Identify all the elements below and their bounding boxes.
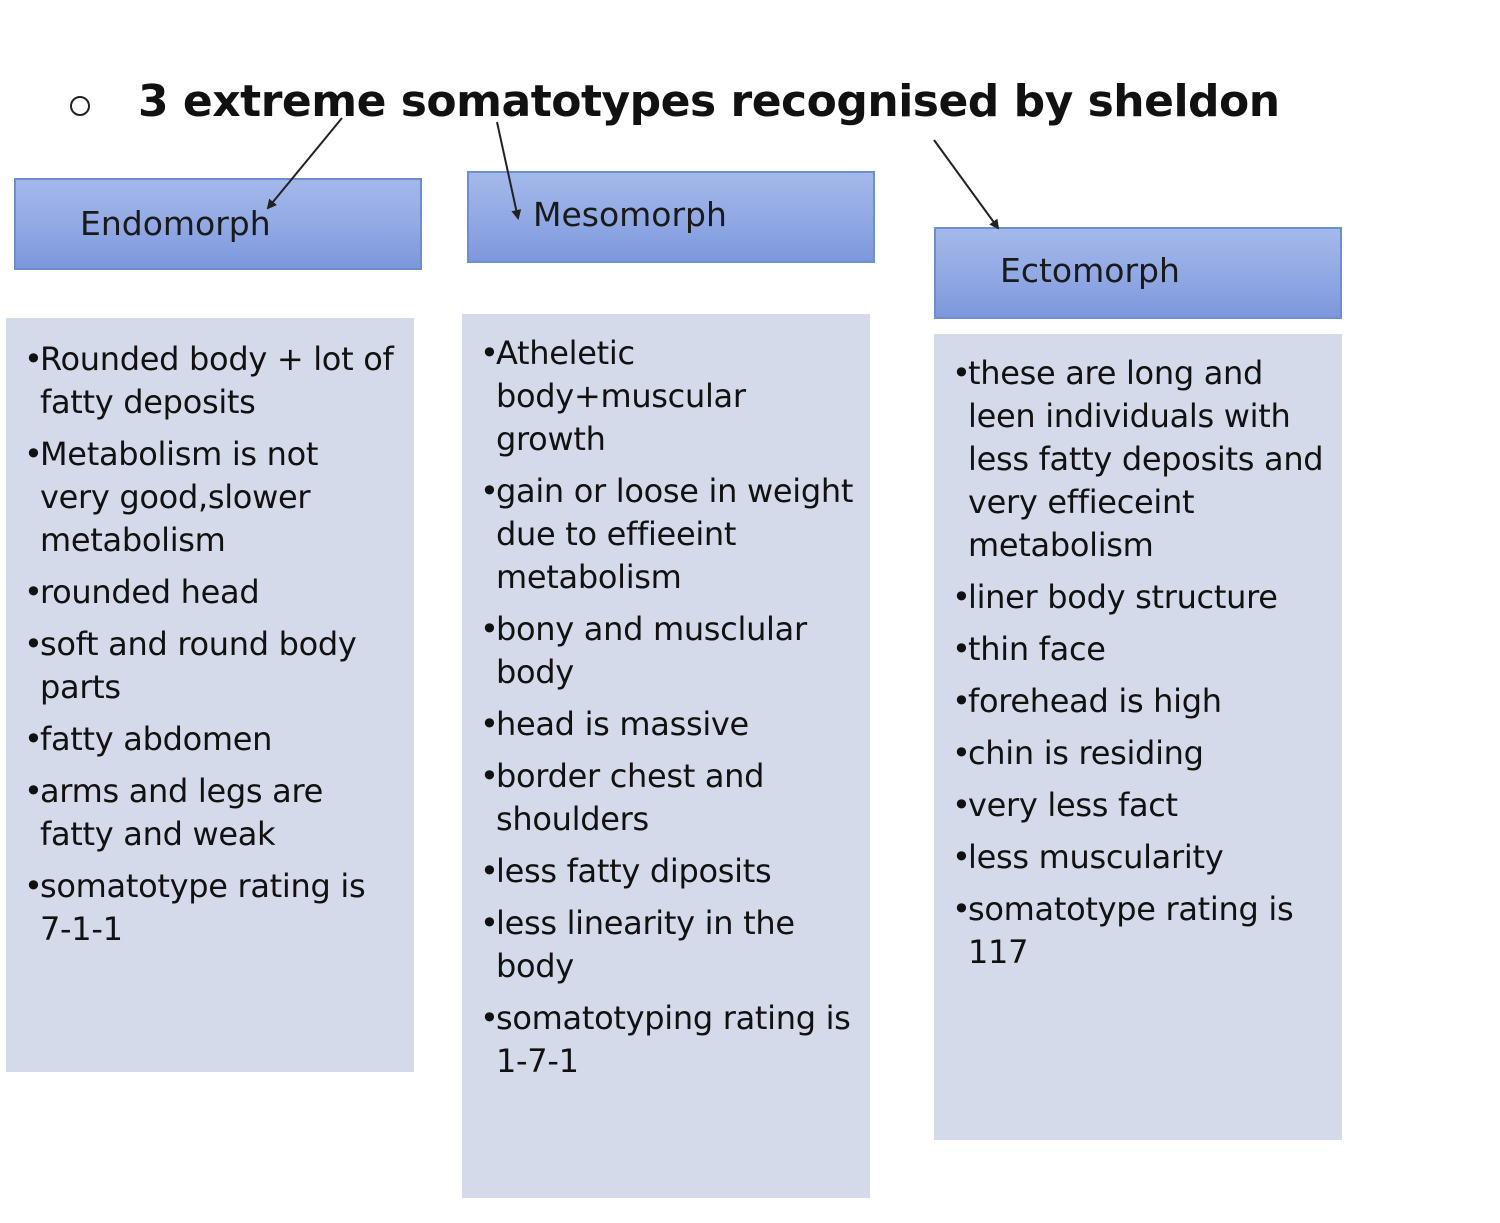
list-item: •arms and legs are fatty and weak [6,770,394,856]
endomorph-details-box: •Rounded body + lot of fatty deposits •M… [6,318,414,1072]
bullet-dot-icon: • [480,999,499,1037]
ectomorph-header-box: Ectomorph [934,227,1342,319]
bullet-dot-icon: • [480,757,499,795]
bullet-dot-icon: • [952,786,971,824]
trait-text: less linearity in the body [496,904,795,985]
trait-text: border chest and shoulders [496,757,765,838]
trait-text: less muscularity [968,838,1224,876]
bullet-dot-icon: • [952,578,971,616]
trait-text: very less fact [968,786,1178,824]
trait-text: bony and musclular body [496,610,807,691]
list-item: •somatotype rating is 7-1-1 [6,865,394,951]
bullet-dot-icon: • [952,890,971,928]
mesomorph-trait-list: •Atheletic body+muscular growth •gain or… [462,332,870,1092]
bullet-dot-icon: • [480,904,499,942]
trait-text: somatotype rating is 7-1-1 [40,867,366,948]
trait-text: somatotype rating is 117 [968,890,1294,971]
list-item: •Atheletic body+muscular growth [462,332,856,461]
ectomorph-details-box: •these are long and leen individuals wit… [934,334,1342,1140]
list-item: •border chest and shoulders [462,755,856,841]
list-item: •liner body structure [934,576,1330,619]
list-item: •Metabolism is not very good,slower meta… [6,433,394,562]
endomorph-trait-list: •Rounded body + lot of fatty deposits •M… [6,338,414,960]
arrow-to-mesomorph-icon [496,121,522,220]
ectomorph-header-label: Ectomorph [1000,251,1180,290]
trait-text: forehead is high [968,682,1222,720]
list-item: •gain or loose in weight due to effieein… [462,470,856,599]
trait-text: somatotyping rating is 1-7-1 [496,999,851,1080]
bullet-dot-icon: • [480,334,499,372]
list-item: •soft and round body parts [6,623,394,709]
ectomorph-trait-list: •these are long and leen individuals wit… [934,352,1342,983]
mesomorph-header-box: Mesomorph [467,171,875,263]
mesomorph-header-label: Mesomorph [533,195,727,234]
list-item: •less muscularity [934,836,1330,879]
page-title: 3 extreme somatotypes recognised by shel… [138,76,1280,127]
bullet-dot-icon: • [24,867,43,905]
list-item: •somatotype rating is 117 [934,888,1330,974]
trait-text: less fatty diposits [496,852,772,890]
list-item: •these are long and leen individuals wit… [934,352,1330,567]
list-item: •fatty abdomen [6,718,394,761]
mesomorph-details-box: •Atheletic body+muscular growth •gain or… [462,314,870,1198]
bullet-dot-icon: • [24,340,43,378]
trait-text: soft and round body parts [40,625,357,706]
trait-text: liner body structure [968,578,1278,616]
list-item: •less fatty diposits [462,850,856,893]
trait-text: rounded head [40,573,260,611]
hollow-circle-bullet-icon [70,96,90,116]
list-item: •rounded head [6,571,394,614]
trait-text: chin is residing [968,734,1204,772]
trait-text: gain or loose in weight due to effieeint… [496,472,854,596]
trait-text: head is massive [496,705,749,743]
bullet-dot-icon: • [24,573,43,611]
endomorph-header-label: Endomorph [80,204,271,243]
trait-text: Metabolism is not very good,slower metab… [40,435,319,559]
arrow-to-ectomorph-icon [933,139,1000,230]
list-item: •forehead is high [934,680,1330,723]
bullet-dot-icon: • [952,630,971,668]
title-row: 3 extreme somatotypes recognised by shel… [66,70,1366,140]
bullet-dot-icon: • [24,625,43,663]
bullet-dot-icon: • [480,610,499,648]
bullet-dot-icon: • [952,734,971,772]
bullet-dot-icon: • [952,354,971,392]
bullet-dot-icon: • [480,852,499,890]
list-item: •very less fact [934,784,1330,827]
arrow-to-endomorph-icon [266,117,343,210]
list-item: •less linearity in the body [462,902,856,988]
trait-text: arms and legs are fatty and weak [40,772,323,853]
trait-text: these are long and leen individuals with… [968,354,1324,564]
endomorph-header-box: Endomorph [14,178,422,270]
trait-text: Atheletic body+muscular growth [496,334,746,458]
bullet-dot-icon: • [952,838,971,876]
bullet-dot-icon: • [24,435,43,473]
list-item: •head is massive [462,703,856,746]
bullet-dot-icon: • [952,682,971,720]
list-item: •thin face [934,628,1330,671]
bullet-dot-icon: • [24,772,43,810]
trait-text: fatty abdomen [40,720,273,758]
bullet-dot-icon: • [24,720,43,758]
bullet-dot-icon: • [480,472,499,510]
list-item: •chin is residing [934,732,1330,775]
trait-text: thin face [968,630,1106,668]
bullet-dot-icon: • [480,705,499,743]
list-item: •Rounded body + lot of fatty deposits [6,338,394,424]
list-item: •bony and musclular body [462,608,856,694]
trait-text: Rounded body + lot of fatty deposits [40,340,394,421]
list-item: •somatotyping rating is 1-7-1 [462,997,856,1083]
